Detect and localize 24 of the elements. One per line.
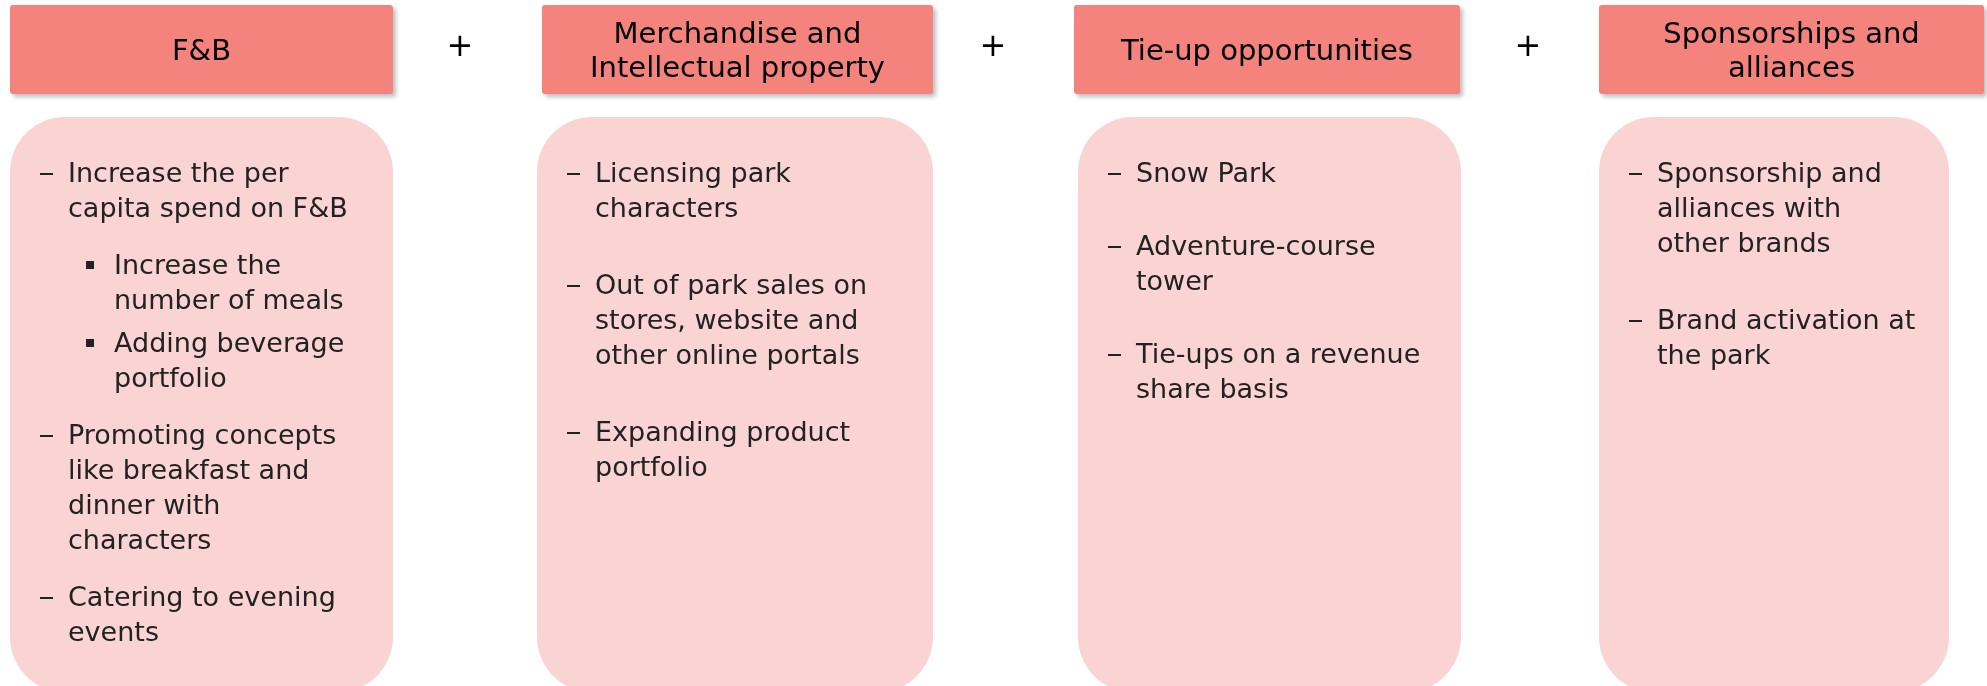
bullet-text: Adventure-course tower (1136, 230, 1376, 296)
category-header: Merchandise and Intellectual property (542, 5, 933, 94)
bullet-text: Out of park sales on stores, website and other online portals (595, 269, 868, 370)
bullet-text: Increase the per capita spend on F&B (68, 157, 348, 223)
content-panel (1078, 117, 1461, 686)
category-header: Tie-up opportunities (1074, 5, 1460, 94)
plus-sign: + (1513, 26, 1543, 64)
category-header: F&B (10, 5, 393, 94)
content-panel (537, 117, 933, 686)
bullet-text: Sponsorship and alliances with other brands (1657, 157, 1882, 258)
bullet-text: Increase the number of meals (114, 249, 344, 315)
bullet-text: Snow Park (1136, 157, 1276, 188)
bullet-text: Brand activation at the park (1657, 304, 1916, 370)
plus-sign: + (978, 26, 1008, 64)
bullet-text: Expanding product portfolio (595, 416, 851, 482)
category-header: Sponsorships and alliances (1599, 5, 1984, 94)
content-panel (1599, 117, 1949, 686)
bullet-text: Tie-ups on a revenue share basis (1136, 338, 1421, 404)
plus-sign: + (445, 26, 475, 64)
bullet-text: Adding beverage portfolio (114, 327, 345, 393)
bullet-text: Catering to evening events (68, 581, 336, 647)
bullet-text: Promoting concepts like breakfast and dinner with characters (68, 419, 337, 555)
content-panel (10, 117, 393, 686)
bullet-text: Licensing park characters (595, 157, 791, 223)
